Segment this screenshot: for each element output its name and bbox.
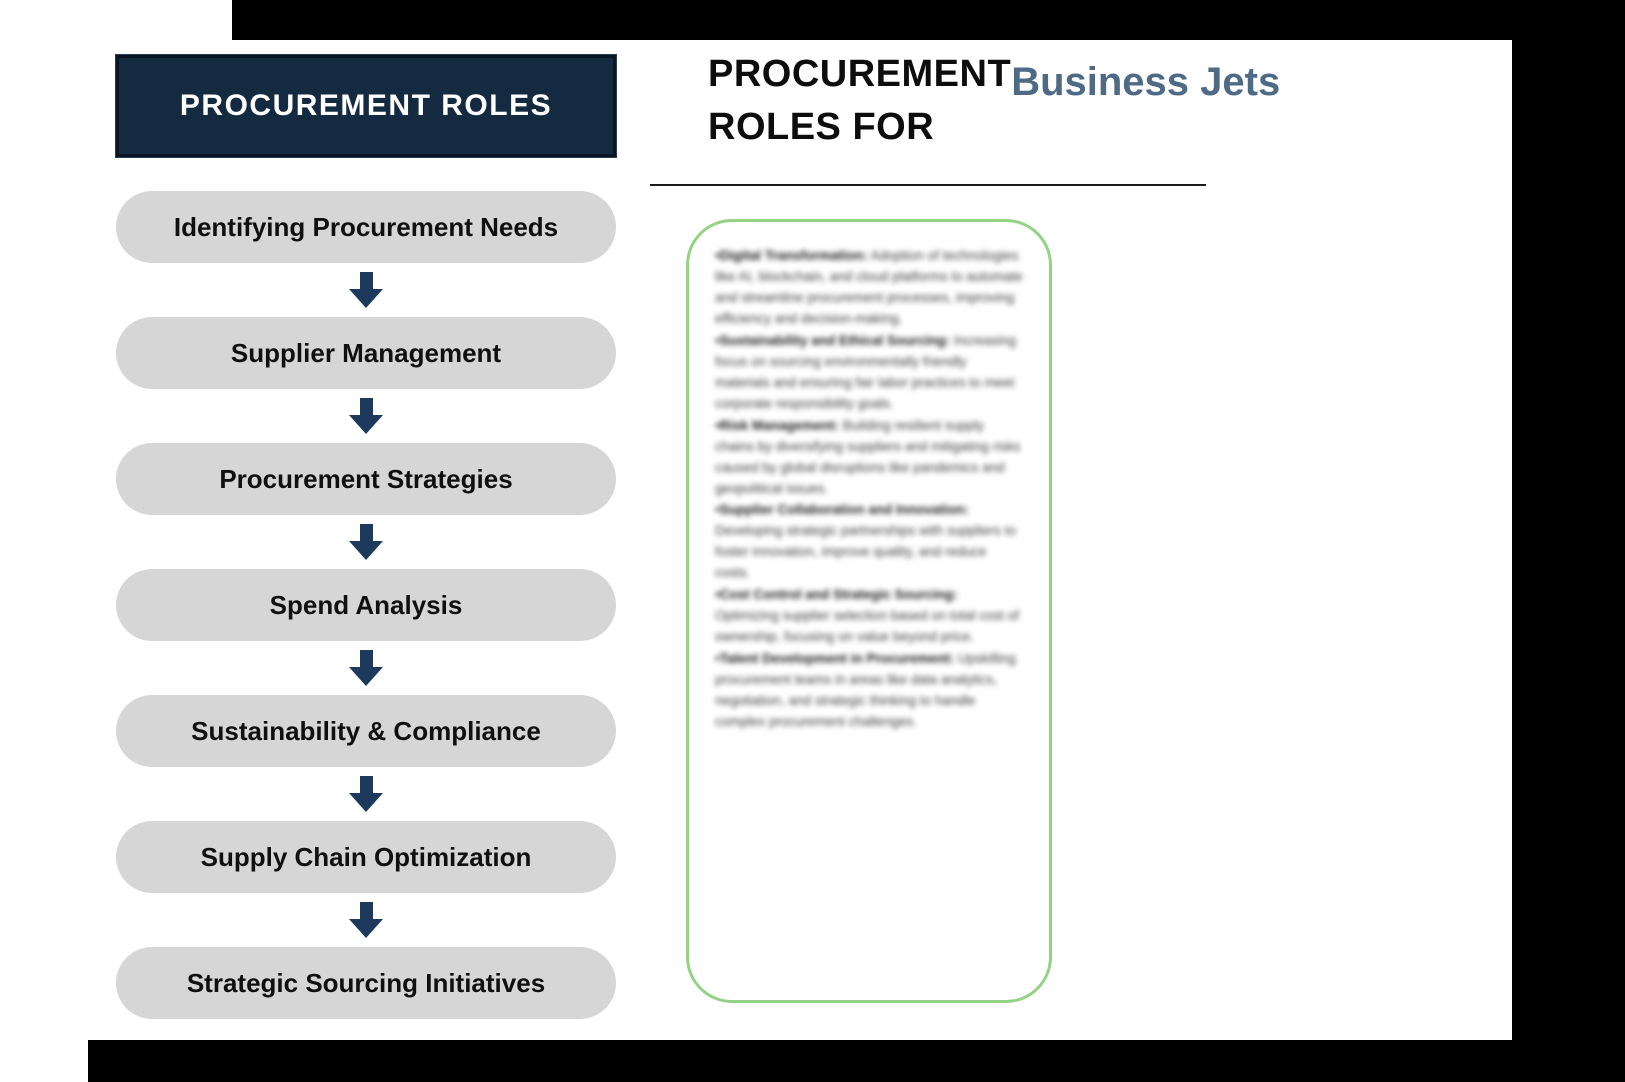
panel-item-title: •Risk Management: (715, 417, 840, 433)
top-letterbox-bar (232, 0, 1625, 40)
content-column: PROCUREMENT ROLES FOR Business Jets •Dig… (650, 48, 1280, 1004)
panel-item-cost-control: •Cost Control and Strategic Sourcing: Op… (715, 585, 1023, 648)
procurement-roles-header-label: PROCUREMENT ROLES (179, 89, 553, 122)
procurement-roles-header-box: PROCUREMENT ROLES (115, 54, 617, 158)
flow-step-label: Supply Chain Optimization (200, 841, 532, 872)
right-letterbox-bar (1512, 0, 1625, 1082)
panel-item-body: Building resilient supply chains by dive… (715, 417, 1021, 496)
flow-step-sustainability-compliance: Sustainability & Compliance (116, 695, 616, 767)
panel-item-digital-transformation: •Digital Transformation: Adoption of tec… (715, 246, 1023, 330)
page-title-row: PROCUREMENT ROLES FOR Business Jets (650, 48, 1280, 154)
bottom-letterbox-bar (88, 1040, 1625, 1082)
flow-step-label: Strategic Sourcing Initiatives (186, 967, 546, 998)
down-arrow-icon (349, 641, 383, 695)
page-title: PROCUREMENT ROLES FOR (708, 53, 1012, 149)
panel-item-supplier-collaboration: •Supplier Collaboration and Innovation: … (715, 500, 1023, 584)
flow-step-strategic-sourcing: Strategic Sourcing Initiatives (116, 947, 616, 1019)
flow-step-procurement-strategies: Procurement Strategies (116, 443, 616, 515)
page-title-topic: Business Jets (1011, 60, 1281, 104)
title-divider (650, 184, 1206, 187)
panel-item-risk-management: •Risk Management: Building resilient sup… (715, 416, 1023, 500)
flow-step-spend-analysis: Spend Analysis (116, 569, 616, 641)
procurement-flowchart: Identifying Procurement Needs Supplier M… (116, 191, 616, 1019)
flow-step-label: Procurement Strategies (219, 463, 513, 494)
down-arrow-icon (349, 389, 383, 443)
panel-item-talent-development: •Talent Development in Procurement: Upsk… (715, 649, 1023, 733)
flow-step-label: Supplier Management (230, 337, 502, 368)
down-arrow-icon (349, 263, 383, 317)
down-arrow-icon (349, 767, 383, 821)
down-arrow-icon (349, 515, 383, 569)
flow-step-label: Spend Analysis (269, 589, 463, 620)
flow-step-label: Identifying Procurement Needs (173, 211, 559, 242)
panel-item-title: •Digital Transformation: (715, 248, 868, 264)
panel-item-title: •Sustainability and Ethical Sourcing: (715, 333, 951, 349)
flow-step-supplier-management: Supplier Management (116, 317, 616, 389)
down-arrow-icon (349, 893, 383, 947)
panel-item-body: Optimizing supplier selection based on t… (715, 608, 1019, 644)
panel-item-body: Upskilling procurement teams in areas li… (715, 650, 1016, 729)
trends-panel: •Digital Transformation: Adoption of tec… (686, 219, 1052, 1004)
panel-item-title: •Supplier Collaboration and Innovation: (715, 502, 969, 518)
panel-item-title: •Cost Control and Strategic Sourcing: (715, 587, 958, 603)
panel-item-sustainability: •Sustainability and Ethical Sourcing: In… (715, 331, 1023, 415)
trends-panel-blurred-text: •Digital Transformation: Adoption of tec… (715, 246, 1023, 732)
panel-item-body: Developing strategic partnerships with s… (715, 523, 1016, 581)
panel-item-body: Adoption of technologies like AI, blockc… (715, 248, 1023, 327)
flow-step-label: Sustainability & Compliance (191, 715, 541, 746)
flow-step-identifying-needs: Identifying Procurement Needs (116, 191, 616, 263)
panel-item-body: Increasing focus on sourcing environment… (715, 333, 1017, 411)
flow-step-supply-chain-optimization: Supply Chain Optimization (116, 821, 616, 893)
panel-item-title: •Talent Development in Procurement: (715, 650, 955, 666)
flowchart-column: PROCUREMENT ROLES Identifying Procuremen… (115, 54, 617, 1019)
